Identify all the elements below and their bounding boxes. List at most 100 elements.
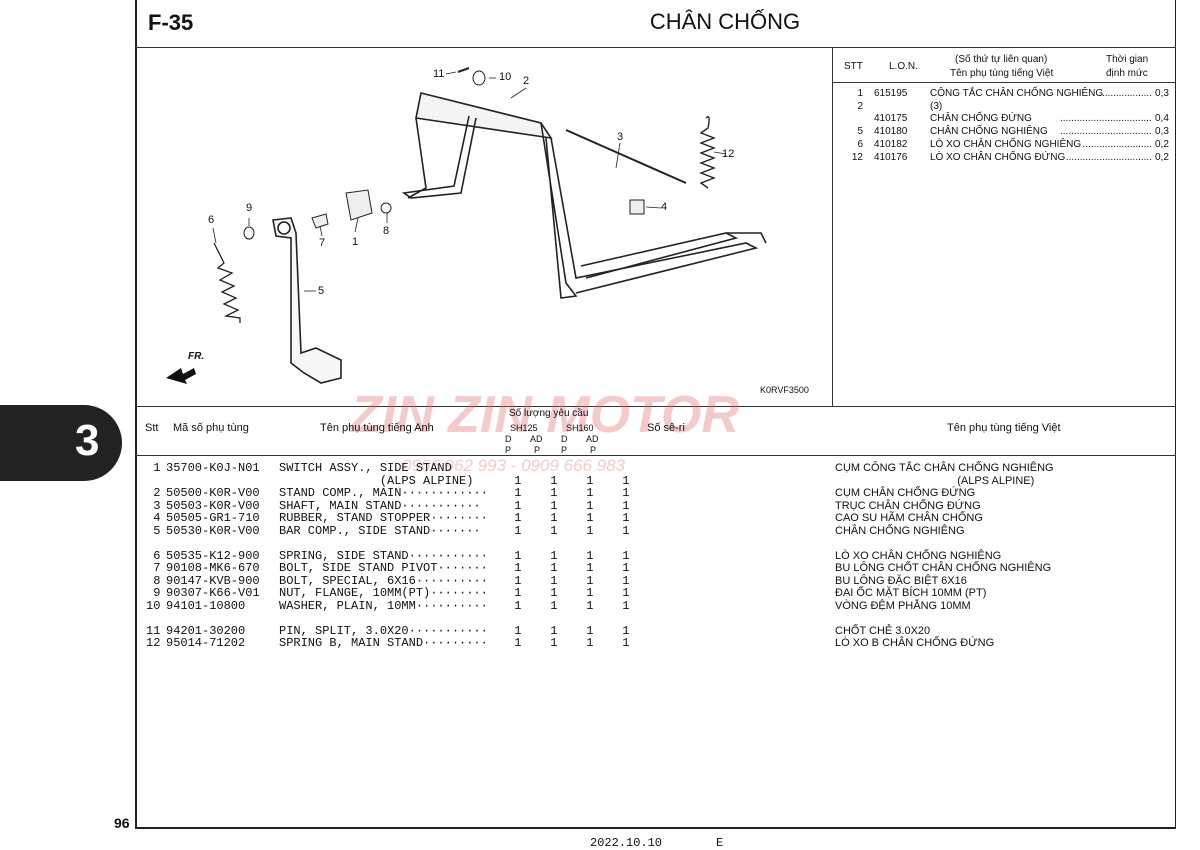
- side-stand: [272, 217, 342, 384]
- part-row-name-vi: CAO SU HÃM CHÂN CHỐNG: [835, 512, 983, 524]
- part-row-name-en: RUBBER, STAND STOPPER········: [279, 511, 488, 525]
- callout-8: 8: [383, 225, 390, 237]
- part-row-number: 8: [146, 573, 161, 588]
- part-row-name-vi: ĐAI ỐC MẶT BÍCH 10MM (PT): [835, 587, 987, 599]
- callout-1: 1: [352, 236, 359, 248]
- part-row-partno: 50530-K0R-V00: [166, 523, 260, 538]
- side-stand-spring: [213, 242, 241, 323]
- ref-row-name: CÔNG TẮC CHÂN CHỐNG NGHIÊNG: [930, 88, 1104, 99]
- part-row-quantities: 1 1 1 1: [507, 548, 630, 563]
- washer: [243, 226, 255, 240]
- part-row-number: 10: [146, 598, 161, 613]
- main-stand: [401, 92, 767, 299]
- part-row-partno: 50500-K0R-V00: [166, 486, 260, 500]
- ref-table-header-border: [833, 82, 1176, 83]
- ref-row-name: (3): [930, 100, 943, 112]
- ref-row-lon: 410182: [874, 138, 908, 150]
- ref-row-name: LÒ XO CHÂN CHỐNG NGHIÊNG: [930, 138, 1082, 150]
- ref-row-name: CHÂN CHỐNG ĐỨNG: [930, 113, 1032, 125]
- table-top-border: [135, 406, 1176, 407]
- part-row-name-en: BOLT, SIDE STAND PIVOT·······: [279, 561, 488, 575]
- callout-12: 12: [722, 148, 735, 160]
- part-row-quantities: 1 1 1 1: [507, 523, 630, 538]
- ref-row-time: 0,4: [1155, 113, 1169, 125]
- part-row-partno: 94201-30200: [166, 623, 246, 638]
- part-row-name-en: NUT, FLANGE, 10MM(PT)········: [279, 586, 488, 600]
- part-row-name-en: PIN, SPLIT, 3.0X20···········: [279, 623, 488, 638]
- front-label: FR.: [188, 351, 205, 362]
- special-bolt: [380, 202, 392, 214]
- part-row-name-vi: (ALPS ALPINE): [835, 474, 1035, 487]
- ref-row-stt: 2: [857, 100, 863, 112]
- ref-row-name: CHÂN CHỐNG NGHIÊNG: [930, 126, 1048, 138]
- main-stand-spring: [699, 116, 716, 189]
- ref-header-stt: STT: [844, 61, 863, 72]
- part-row-quantities: 1 1 1 1: [507, 511, 630, 525]
- ref-row-name: LÒ XO CHÂN CHỐNG ĐỨNG: [930, 151, 1066, 163]
- split-pin: [457, 67, 470, 73]
- part-row-name-en: SPRING, SIDE STAND···········: [279, 548, 488, 563]
- parts-header-d1: D: [505, 434, 512, 444]
- part-row-name-en: SHAFT, MAIN STAND···········: [279, 498, 481, 513]
- header-divider: [135, 47, 1176, 48]
- callout-2: 2: [523, 75, 530, 87]
- part-row-quantities: 1 1 1 1: [507, 598, 630, 613]
- pivot-bolt: [311, 213, 329, 229]
- ref-row-dots: ...............................: [1065, 151, 1152, 163]
- parts-header-serial: Số sê-ri: [647, 422, 685, 434]
- callout-10: 10: [499, 71, 512, 83]
- ref-header-time-norm: định mức: [1106, 68, 1148, 79]
- part-row-number: 1: [146, 461, 161, 475]
- part-row-number: 2: [146, 486, 161, 500]
- part-row-quantities: 1 1 1 1: [507, 561, 630, 575]
- part-row-name-vi: CỤM CÔNG TẮC CHÂN CHỐNG NGHIÊNG: [835, 462, 1054, 474]
- parts-header-d2: D: [561, 434, 568, 444]
- part-row-quantities: 1 1 1 1: [507, 636, 630, 650]
- parts-header-ad1: AD: [530, 434, 543, 444]
- main-stand-shaft: [565, 129, 687, 184]
- part-row-name-en: WASHER, PLAIN, 10MM··········: [279, 598, 488, 613]
- part-row-name-vi: LÒ XO CHÂN CHỐNG NGHIÊNG: [835, 549, 1002, 562]
- parts-header-partno: Mã số phụ tùng: [173, 422, 249, 434]
- ref-row-lon: 410175: [874, 113, 908, 125]
- plain-washer: [472, 70, 486, 86]
- footer-edition: E: [716, 836, 724, 850]
- parts-header-name-en: Tên phụ tùng tiếng Anh: [320, 422, 434, 434]
- ref-row-stt: 12: [851, 151, 863, 163]
- part-row-quantities: 1 1 1 1: [507, 586, 630, 600]
- ref-row-dots: .........................: [1082, 138, 1152, 150]
- ref-row-dots: ........................................…: [1060, 113, 1152, 125]
- part-row-quantities: 1 1 1 1: [507, 473, 630, 488]
- parts-header-sh125: SH125: [510, 423, 538, 433]
- watermark-phone: 0966 962 993 - 0909 666 983: [402, 456, 626, 475]
- ref-row-lon: 410176: [874, 151, 908, 163]
- part-row-name-vi: BU LÔNG CHỐT CHÂN CHỐNG NGHIÊNG: [835, 562, 1052, 574]
- part-row-quantities: 1 1 1 1: [507, 573, 630, 588]
- ref-header-time: Thời gian: [1106, 54, 1149, 65]
- part-row-name-vi: TRỤC CHÂN CHỐNG ĐỨNG: [835, 499, 981, 512]
- part-row-number: 9: [146, 586, 161, 600]
- chapter-number: 3: [75, 416, 100, 465]
- ref-row-stt: 5: [857, 126, 863, 138]
- ref-row-lon: 410180: [874, 126, 908, 138]
- part-row-partno: 90147-KVB-900: [166, 573, 260, 588]
- part-row-partno: 50505-GR1-710: [166, 511, 260, 525]
- part-row-number: 3: [146, 498, 161, 513]
- part-row-number: 6: [146, 548, 161, 563]
- exploded-diagram: [166, 67, 767, 384]
- parts-header-p3: P: [561, 445, 568, 455]
- callout-7: 7: [319, 237, 326, 249]
- part-row-name-en: SPRING B, MAIN STAND·········: [279, 636, 488, 650]
- parts-header-p1: P: [505, 445, 512, 455]
- page-frame: [135, 0, 1176, 829]
- parts-header-qty: Số lượng yêu cầu: [509, 408, 589, 419]
- part-row-partno: 50503-K0R-V00: [166, 498, 260, 513]
- ref-row-stt: 6: [857, 138, 863, 150]
- part-row-quantities: 1 1 1 1: [507, 498, 630, 513]
- part-row-name-vi: VÒNG ĐỆM PHẲNG 10MM: [835, 599, 971, 612]
- part-row-name-en: STAND COMP., MAIN············: [279, 486, 488, 500]
- ref-row-time: 0,3: [1155, 126, 1169, 138]
- stand-stopper-rubber: [629, 199, 645, 215]
- part-row-name-en: BOLT, SPECIAL, 6X16··········: [279, 573, 488, 588]
- parts-header-sh160: SH160: [566, 423, 594, 433]
